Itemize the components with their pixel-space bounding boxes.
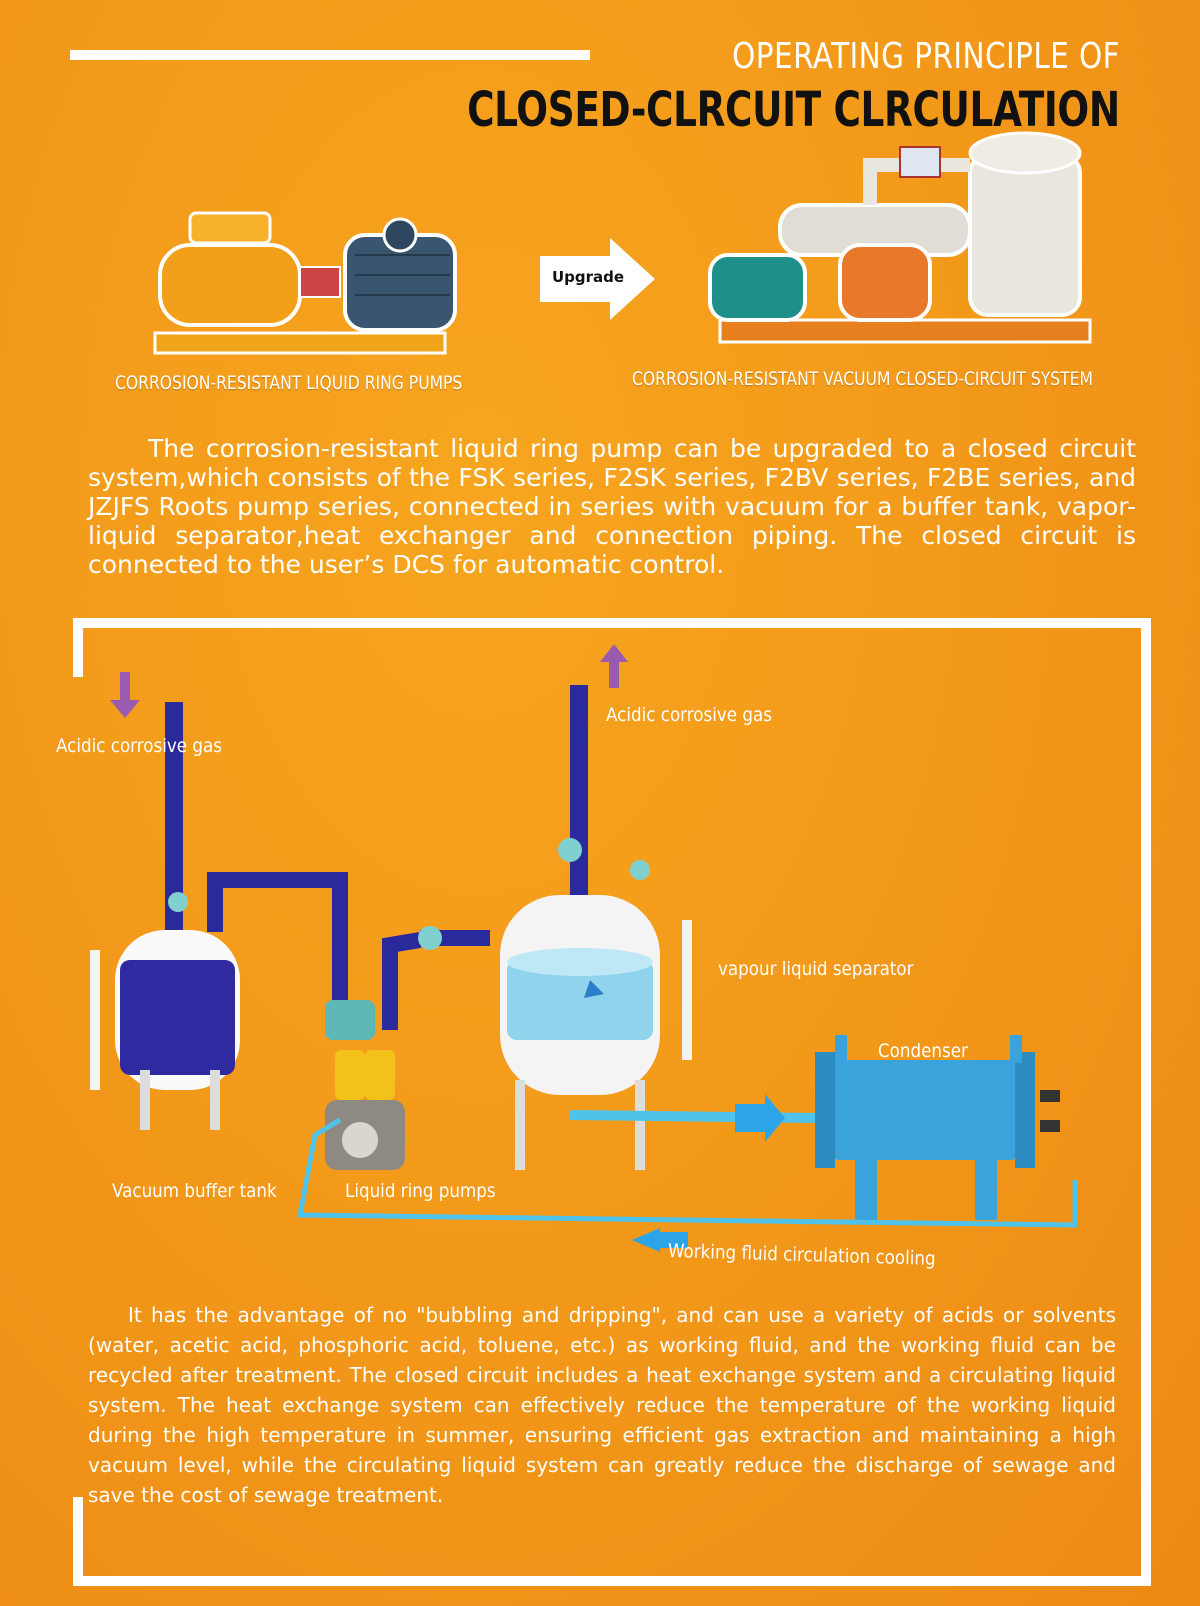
separator-label: vapour liquid separator: [718, 958, 914, 980]
buffer-tank-label: Vacuum buffer tank: [112, 1180, 277, 1202]
page-title-line2: CLOSED-CLRCUIT CLRCULATION: [467, 82, 1120, 138]
condenser: [815, 1035, 1060, 1220]
process-diagram: [90, 644, 1078, 1252]
intro-text: The corrosion-resistant liquid ring pump…: [88, 434, 1136, 579]
gas-in-arrow: [110, 672, 140, 718]
intro-paragraph: The corrosion-resistant liquid ring pump…: [88, 434, 1136, 579]
vapour-liquid-separator: [500, 838, 692, 1170]
diagram-frame: [73, 618, 1151, 1586]
flow-arrow-right: [735, 1094, 785, 1142]
vacuum-buffer-tank: [90, 892, 240, 1130]
outlet-pipe: [570, 685, 588, 925]
right-product-label: CORROSION-RESISTANT VACUUM CLOSED-CIRCUI…: [632, 368, 1093, 390]
upgrade-label: Upgrade: [552, 268, 625, 286]
liquid-ring-pump-image: [153, 211, 457, 355]
condenser-label: Condenser: [878, 1040, 968, 1062]
upgrade-arrow: Upgrade: [540, 238, 655, 325]
bottom-paragraph: It has the advantage of no "bubbling and…: [88, 1300, 1116, 1510]
page-title-line1: OPERATING PRINCIPLE OF: [732, 36, 1120, 77]
header-rule: [70, 50, 590, 60]
bottom-text: It has the advantage of no "bubbling and…: [88, 1303, 1116, 1507]
inlet-pipe: [165, 702, 183, 942]
gas-in-label: Acidic corrosive gas: [56, 735, 222, 757]
pumps-label: Liquid ring pumps: [345, 1180, 496, 1202]
gas-out-arrow: [600, 644, 628, 688]
liquid-ring-pumps: [325, 1000, 405, 1170]
flow-arrow-left: [632, 1228, 660, 1252]
closed-circuit-system-image: [708, 131, 1092, 344]
left-product-label: CORROSION-RESISTANT LIQUID RING PUMPS: [115, 372, 463, 394]
gas-out-label: Acidic corrosive gas: [606, 704, 772, 726]
